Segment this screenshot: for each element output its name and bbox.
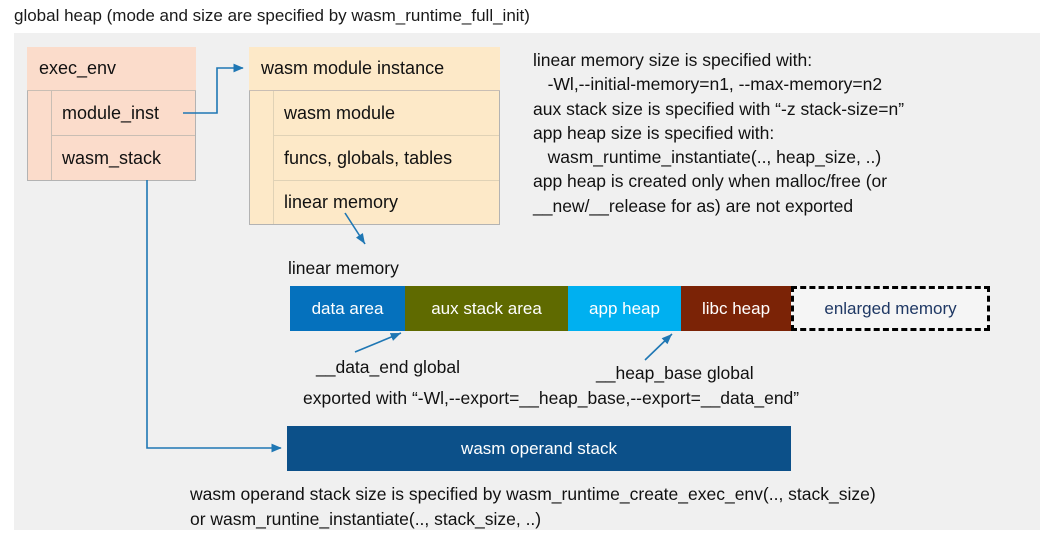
page-title: global heap (mode and size are specified… <box>14 6 530 25</box>
memory-segment-data-area: data area <box>290 286 405 331</box>
wasm-module-instance-header: wasm module instance <box>249 47 500 91</box>
exec-env-row-module-inst: module_inst <box>52 91 195 136</box>
wasm-module-instance-indent-column <box>250 91 274 224</box>
exported-with-label: exported with “-Wl,--export=__heap_base,… <box>303 388 800 408</box>
memory-segment-aux-stack-area: aux stack area <box>405 286 568 331</box>
memory-segment-app-heap: app heap <box>568 286 681 331</box>
module-row-wasm-module: wasm module <box>274 91 499 136</box>
linear-memory-caption: linear memory <box>288 258 399 278</box>
data-end-global-label: __data_end global <box>316 357 461 377</box>
wasm-operand-stack-box: wasm operand stack <box>287 426 791 471</box>
module-row-funcs-globals-tables: funcs, globals, tables <box>274 136 499 181</box>
memory-config-notes: linear memory size is specified with: -W… <box>533 50 905 216</box>
exec-env-indent-column <box>28 91 52 180</box>
memory-segment-enlarged-memory: enlarged memory <box>791 286 990 331</box>
memory-segment-libc-heap: libc heap <box>681 286 791 331</box>
wasm-operand-stack-note: wasm operand stack size is specified by … <box>190 484 876 529</box>
exec-env-row-wasm-stack: wasm_stack <box>52 136 195 180</box>
module-row-linear-memory: linear memory <box>274 181 499 224</box>
exec-env-header: exec_env <box>27 47 196 91</box>
heap-base-global-label: __heap_base global <box>596 363 754 383</box>
